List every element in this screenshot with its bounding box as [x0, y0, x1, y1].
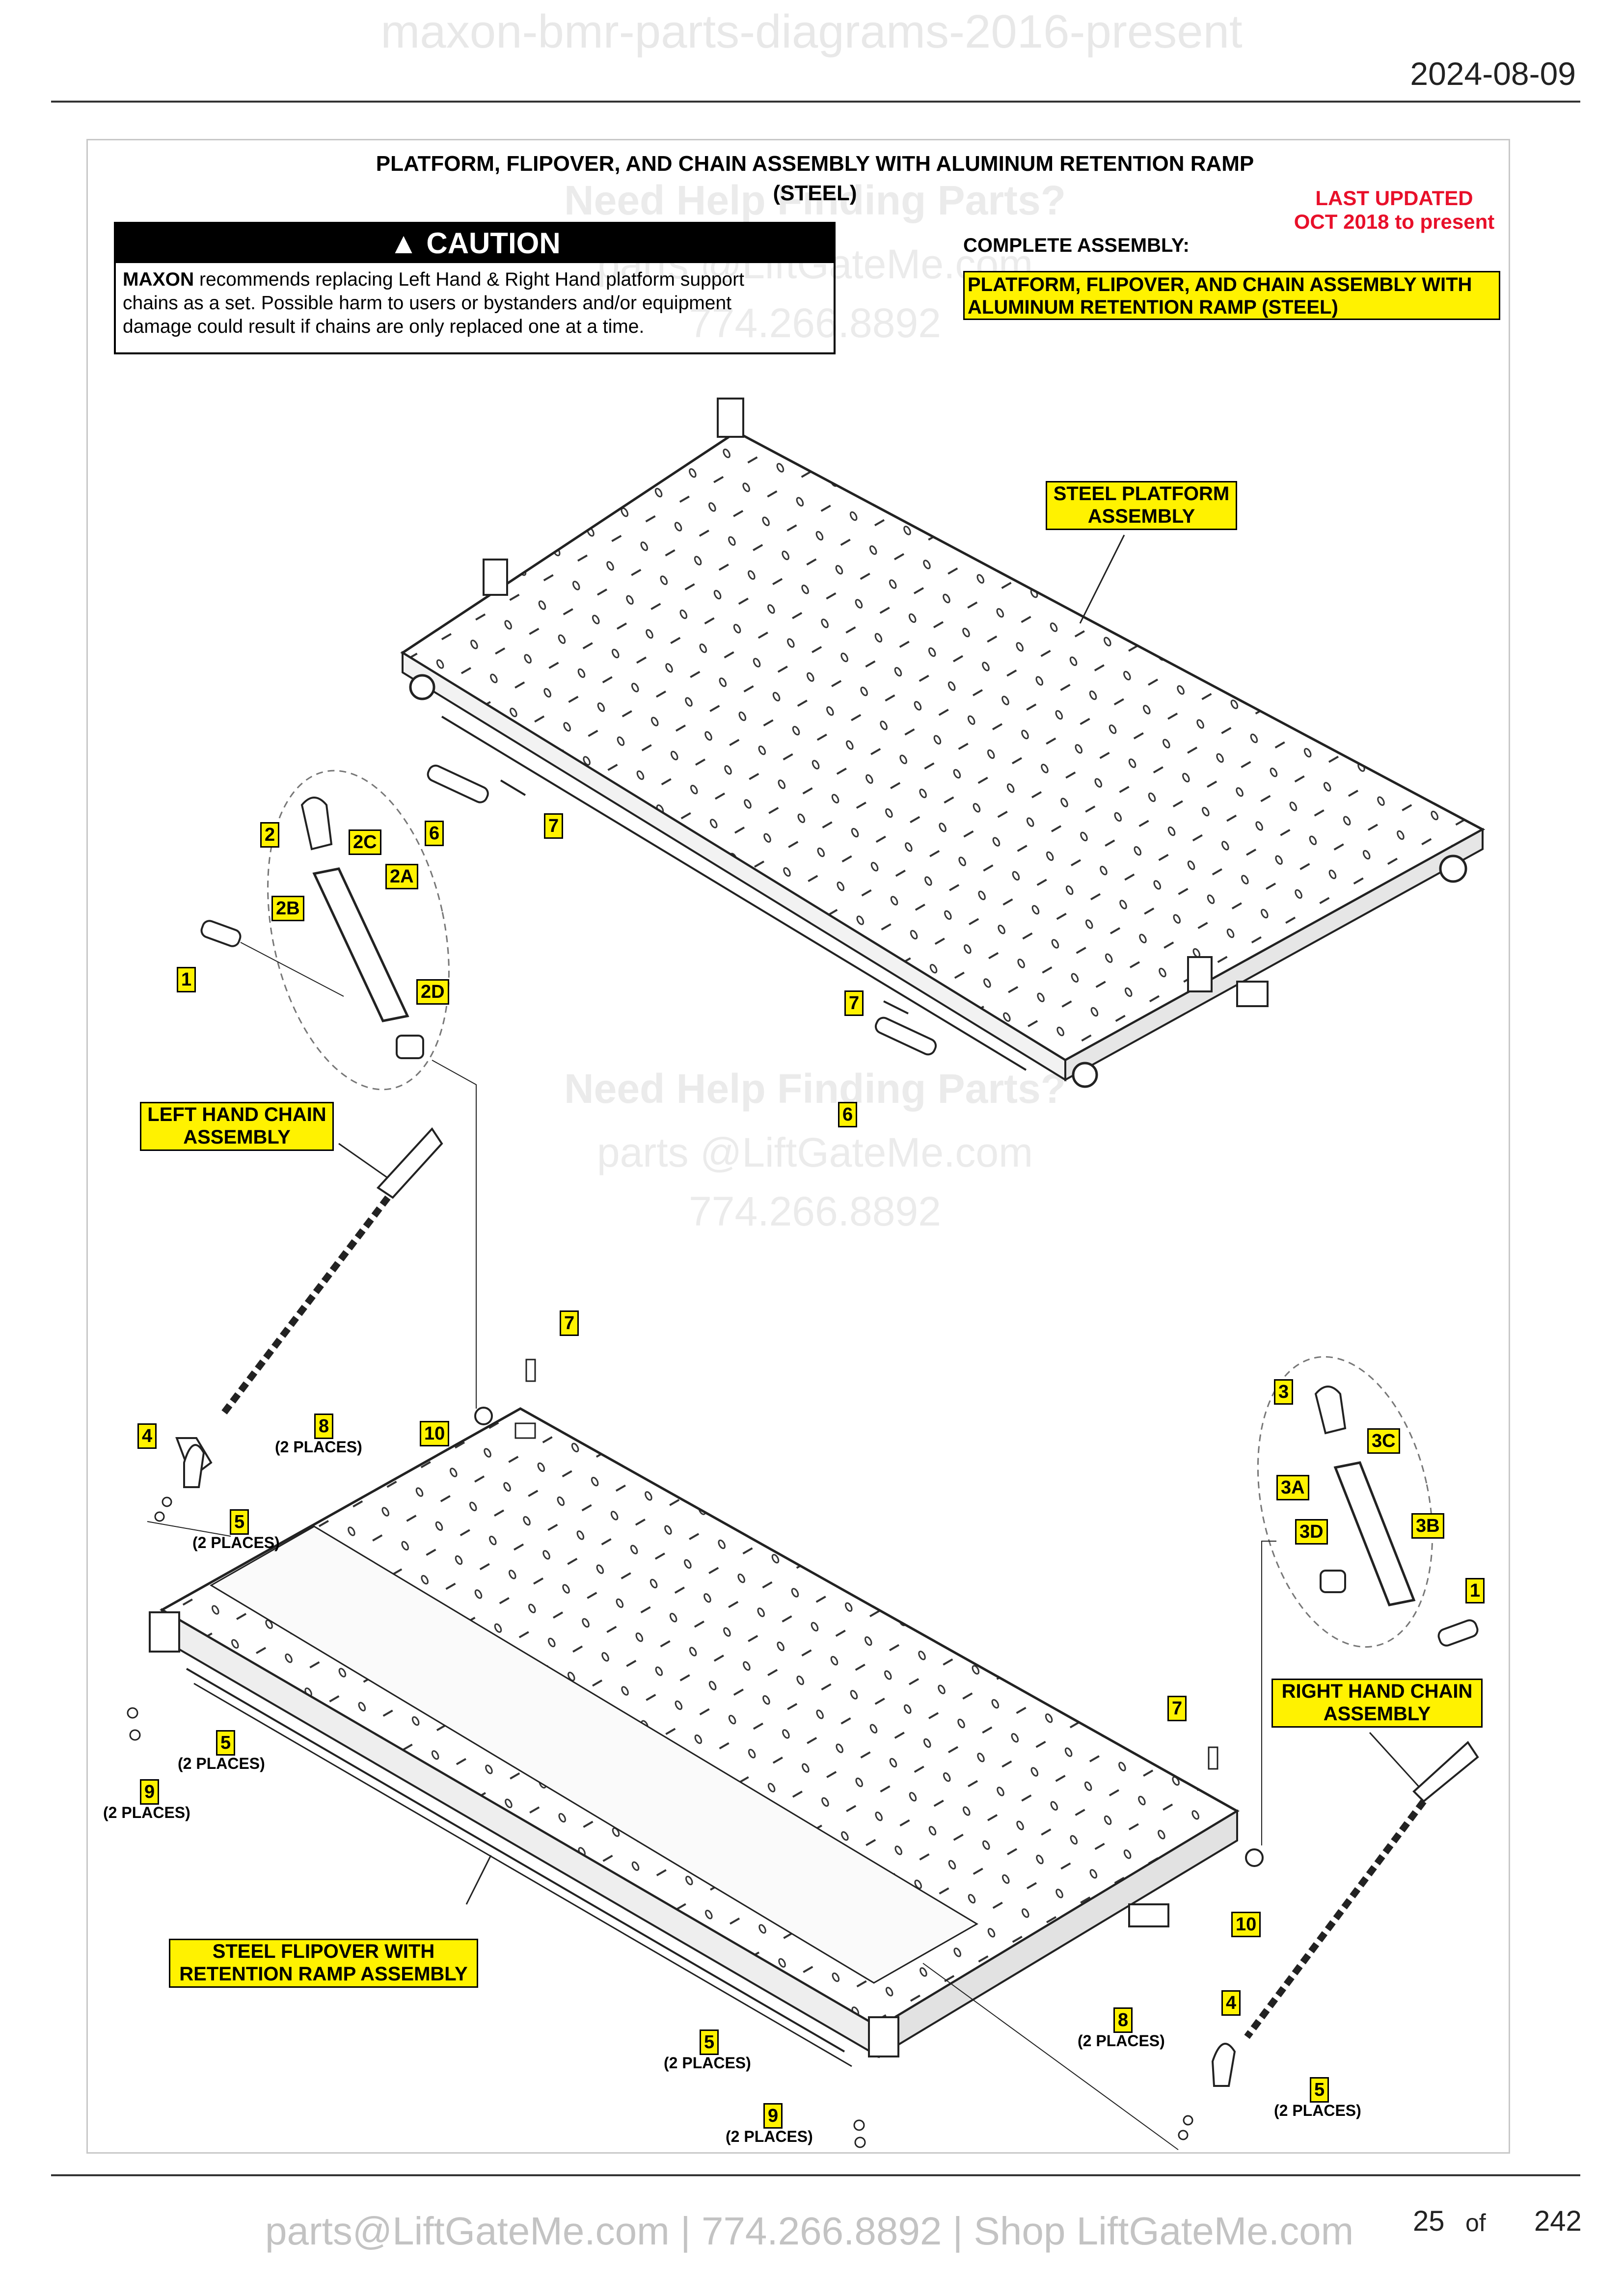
callout-5-left-a: 5: [230, 1509, 249, 1535]
left-hand-chain-assembly-label: LEFT HAND CHAIN ASSEMBLY: [140, 1102, 334, 1151]
hardware-drawing: [127, 1359, 1264, 2150]
callout-7-right: 7: [1167, 1696, 1187, 1721]
callout-2c: 2C: [349, 829, 381, 855]
last-updated-label: LAST UPDATED: [1315, 187, 1473, 210]
callout-9-left: 9: [140, 1779, 160, 1805]
callout-2a: 2A: [385, 864, 418, 889]
places-8-left: (2 PLACES): [275, 1438, 362, 1456]
callout-7-flipover-top: 7: [560, 1310, 579, 1336]
caution-line1: recommends replacing Left Hand & Right H…: [194, 269, 744, 290]
footer-rule: [51, 2174, 1580, 2176]
places-5-left-a: (2 PLACES): [192, 1534, 280, 1551]
places-5-left-b: (2 PLACES): [178, 1755, 265, 1772]
right-link-detail-drawing: [1257, 1356, 1479, 1845]
places-8-right: (2 PLACES): [1078, 2032, 1165, 2050]
complete-assembly-name: PLATFORM, FLIPOVER, AND CHAIN ASSEMBLY W…: [963, 271, 1500, 320]
callout-8-right: 8: [1113, 2007, 1133, 2033]
callout-4-left: 4: [137, 1423, 157, 1449]
watermark-email-mid: parts @LiftGateMe.com: [596, 1129, 1033, 1175]
callout-10-right: 10: [1231, 1912, 1261, 1937]
caution-box: ▲ CAUTION MAXON recommends replacing Lef…: [114, 222, 836, 354]
right-chain-label-line2: ASSEMBLY: [1323, 1703, 1431, 1725]
caution-heading: ▲ CAUTION: [116, 224, 834, 263]
caution-brand: MAXON: [123, 269, 194, 290]
callout-3c: 3C: [1367, 1428, 1400, 1454]
left-chain-label-line2: ASSEMBLY: [183, 1126, 291, 1148]
steel-platform-drawing: [400, 398, 1486, 1088]
places-5-right: (2 PLACES): [1274, 2102, 1361, 2119]
steel-flipover-drawing: [149, 1407, 1240, 2067]
header-rule: [51, 101, 1580, 103]
callout-7-mid: 7: [844, 990, 864, 1016]
callout-6-mid: 6: [838, 1102, 858, 1127]
page-number: 25: [1413, 2205, 1445, 2237]
upper-pins-drawing: [427, 764, 937, 1056]
places-9-left: (2 PLACES): [103, 1804, 190, 1821]
callout-2: 2: [260, 822, 280, 848]
callout-9-bottom: 9: [763, 2103, 783, 2129]
page-of: of: [1465, 2209, 1486, 2237]
callout-3: 3: [1274, 1379, 1294, 1405]
header-watermark: maxon-bmr-parts-diagrams-2016-present: [380, 5, 1243, 58]
left-chain-label-line1: LEFT HAND CHAIN: [147, 1104, 326, 1125]
caution-line2: chains as a set. Possible harm to users …: [123, 293, 731, 314]
complete-assembly-label: COMPLETE ASSEMBLY:: [963, 235, 1190, 256]
caution-line3: damage could result if chains are only r…: [123, 316, 645, 337]
flipover-label-line1: STEEL FLIPOVER WITH: [212, 1941, 435, 1962]
diagram-title-line2: (STEEL): [773, 181, 857, 205]
callout-3b: 3B: [1411, 1513, 1444, 1539]
callout-6-upper: 6: [425, 821, 444, 846]
callout-2d: 2D: [416, 979, 449, 1005]
callout-1-right: 1: [1465, 1578, 1485, 1603]
callout-3d: 3D: [1295, 1519, 1328, 1545]
right-chain-label-line1: RIGHT HAND CHAIN: [1281, 1681, 1473, 1702]
callout-5-left-b: 5: [216, 1730, 236, 1756]
diagram-title-line1: PLATFORM, FLIPOVER, AND CHAIN ASSEMBLY W…: [376, 152, 1254, 176]
last-updated-range: OCT 2018 to present: [1294, 210, 1495, 233]
footer-contact: parts@LiftGateMe.com | 774.266.8892 | Sh…: [265, 2209, 1354, 2253]
callout-5-right: 5: [1310, 2077, 1329, 2103]
caution-body: MAXON recommends replacing Left Hand & R…: [116, 263, 834, 344]
callout-3a: 3A: [1276, 1475, 1309, 1500]
callout-10-left: 10: [420, 1421, 450, 1446]
steel-platform-label-line2: ASSEMBLY: [1087, 506, 1195, 527]
document-date: 2024-08-09: [1410, 55, 1576, 92]
complete-assembly-line1: PLATFORM, FLIPOVER, AND CHAIN ASSEMBLY W…: [968, 274, 1472, 295]
callout-7-upper: 7: [544, 813, 564, 839]
flipover-label-line2: RETENTION RAMP ASSEMBLY: [179, 1963, 468, 1985]
figure-frame: [86, 139, 1510, 2154]
right-hand-chain-assembly-label: RIGHT HAND CHAIN ASSEMBLY: [1271, 1679, 1483, 1728]
left-link-detail-drawing: [200, 770, 477, 1409]
callout-2b: 2B: [271, 896, 304, 921]
complete-assembly-line2: ALUMINUM RETENTION RAMP (STEEL): [968, 296, 1338, 318]
callout-1-left: 1: [177, 967, 196, 992]
places-5-bottom: (2 PLACES): [664, 2054, 751, 2072]
steel-platform-label-line1: STEEL PLATFORM: [1053, 483, 1230, 505]
left-chain-drawing: [175, 1127, 443, 1479]
caution-heading-text: CAUTION: [426, 227, 561, 260]
page-total: 242: [1534, 2205, 1582, 2237]
warning-triangle-icon: ▲: [389, 227, 418, 260]
right-chain-drawing: [1244, 1732, 1479, 2039]
watermark-help-mid: Need Help Finding Parts?: [564, 1066, 1066, 1112]
watermark-phone-mid: 774.266.8892: [689, 1188, 941, 1234]
places-9-bottom: (2 PLACES): [726, 2128, 813, 2145]
callout-5-bottom: 5: [700, 2029, 719, 2055]
callout-8-left: 8: [314, 1414, 334, 1439]
steel-platform-assembly-label: STEEL PLATFORM ASSEMBLY: [1046, 481, 1237, 530]
watermark-help-top: Need Help Finding Parts?: [564, 177, 1066, 223]
watermark-phone-top: 774.266.8892: [689, 300, 941, 346]
steel-flipover-assembly-label: STEEL FLIPOVER WITH RETENTION RAMP ASSEM…: [169, 1939, 478, 1988]
callout-4-right: 4: [1221, 1990, 1241, 2016]
